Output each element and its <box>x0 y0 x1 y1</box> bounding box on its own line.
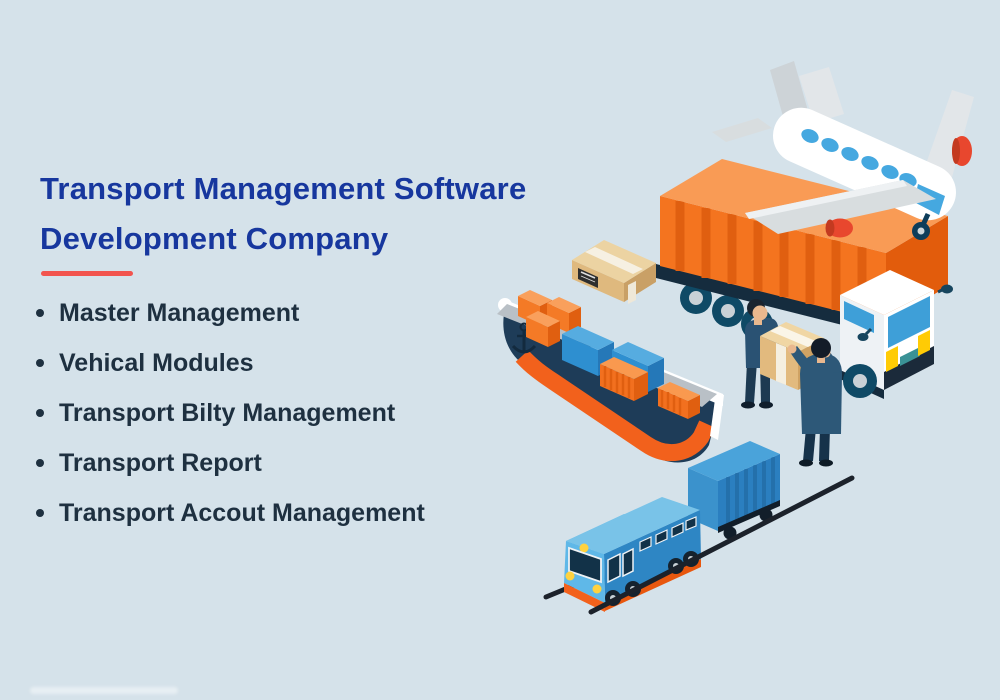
bullet-dot <box>36 459 44 467</box>
bullet-dot <box>36 409 44 417</box>
title-line-1: Transport Management Software <box>40 171 527 206</box>
workers-loading-icon <box>741 299 842 467</box>
feature-item: Master Management <box>36 288 425 338</box>
bullet-dot <box>36 359 44 367</box>
plane-near-wing <box>745 180 936 234</box>
rail-track-front <box>588 475 855 615</box>
watermark <box>30 687 178 694</box>
train-locomotive <box>564 497 701 612</box>
feature-label: Master Management <box>59 298 300 327</box>
truck-cab <box>840 270 953 399</box>
bullet-dot <box>36 309 44 317</box>
parcel-box-icon <box>572 240 656 304</box>
title-line-2: Development Company <box>40 221 389 256</box>
feature-label: Transport Report <box>59 448 262 477</box>
feature-item: Transport Bilty Management <box>36 388 425 438</box>
feature-list: Master Management Vehical Modules Transp… <box>36 288 425 538</box>
feature-item: Vehical Modules <box>36 338 425 388</box>
title-accent-underline <box>41 271 133 276</box>
feature-item: Transport Report <box>36 438 425 488</box>
container-ship-icon <box>497 290 724 463</box>
ship-cargo-boxes <box>518 290 700 419</box>
plane-windows <box>801 129 917 187</box>
truck-chassis <box>656 264 890 337</box>
feature-label: Transport Accout Management <box>59 498 425 527</box>
truck-windshield <box>888 296 930 348</box>
freight-train-icon <box>543 441 855 615</box>
feature-item: Transport Accout Management <box>36 488 425 538</box>
header-block: Transport Management Software Developmen… <box>40 164 526 276</box>
worker-right <box>787 338 842 467</box>
truck-container <box>660 196 886 323</box>
page-title: Transport Management Software Developmen… <box>40 164 526 264</box>
train-windshield <box>568 546 602 584</box>
ship-keel-stripe <box>515 350 715 462</box>
feature-label: Transport Bilty Management <box>59 398 396 427</box>
feature-label: Vehical Modules <box>59 348 254 377</box>
bullet-dot <box>36 509 44 517</box>
airplane-icon <box>712 61 974 240</box>
